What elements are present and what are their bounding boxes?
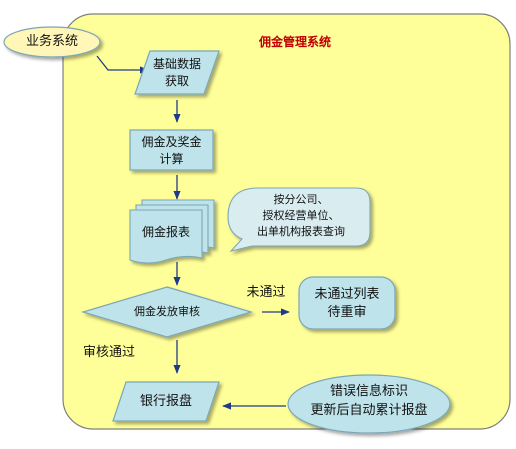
error-note-node — [287, 374, 451, 434]
rejected-list-node — [298, 276, 396, 330]
data-fetch-label-line2: 获取 — [164, 74, 189, 88]
calculation-label-line2: 计算 — [159, 152, 184, 166]
report-query-line3: 出单机构报表查询 — [257, 225, 345, 238]
calculation-node — [129, 129, 214, 171]
report-label: 佣金报表 — [141, 225, 190, 239]
report-query-line2: 授权经营单位、 — [262, 209, 340, 222]
bank-report-label: 银行报盘 — [139, 394, 192, 409]
data-fetch-label-line1: 基础数据 — [152, 57, 201, 71]
review-label: 佣金发放审核 — [134, 305, 200, 318]
report-query-bubble — [227, 187, 371, 252]
source-system-label: 业务系统 — [25, 34, 78, 49]
data-fetch-node — [134, 50, 220, 95]
system-title: 佣金管理系统 — [258, 35, 331, 49]
rejected-list-label-line1: 未通过列表 — [314, 287, 380, 302]
calculation-label-line1: 佣金及奖金 — [141, 135, 202, 149]
rejected-list-label-line2: 待重审 — [327, 305, 367, 320]
rejected-edge-label: 未通过 — [246, 285, 286, 300]
approved-edge-label: 审核通过 — [82, 345, 135, 360]
error-note-line1: 错误信息标识 — [329, 384, 408, 399]
report-node — [129, 199, 215, 264]
review-node — [80, 286, 254, 338]
source-system-node — [3, 26, 101, 58]
bank-report-node — [112, 381, 220, 422]
report-query-line1: 按分公司、 — [273, 193, 329, 206]
arrow-source-to-fetch — [96, 55, 149, 74]
error-note-line2: 更新后自动累计报盘 — [310, 403, 428, 418]
